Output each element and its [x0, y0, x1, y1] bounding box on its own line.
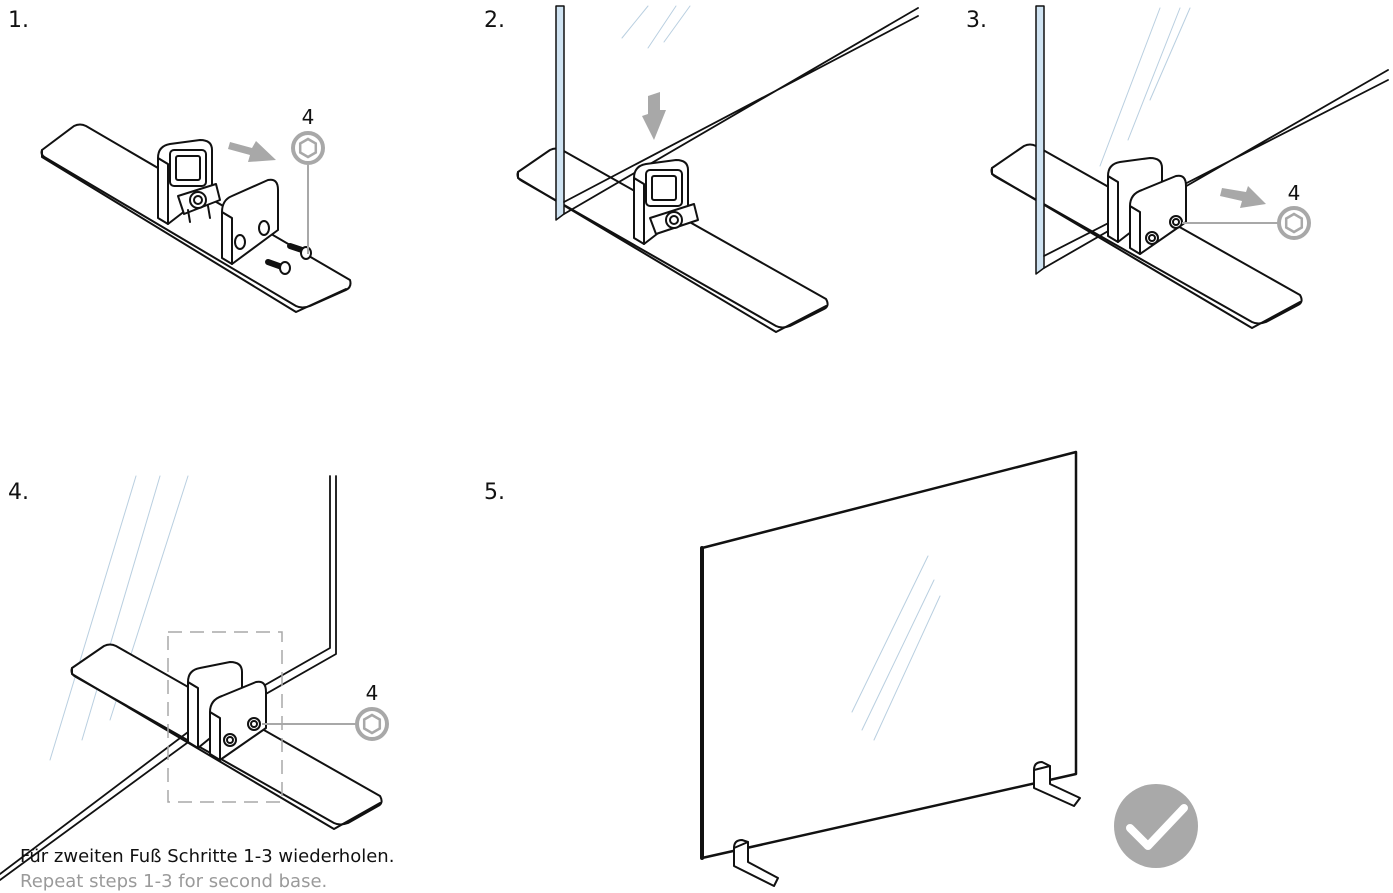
step-2-glass-pane	[555, 5, 919, 221]
caption-english: Repeat steps 1-3 for second base.	[20, 871, 328, 892]
caption-german: Für zweiten Fuß Schritte 1-3 wiederholen…	[20, 846, 395, 867]
step-1-cover-plate	[221, 178, 279, 265]
step-1-illustration	[40, 123, 352, 313]
step-1-direction-arrow-icon	[228, 141, 276, 162]
step-3-hints: 4	[1182, 181, 1311, 240]
step-2-illustration	[516, 5, 919, 333]
step-5-glass-panel	[700, 450, 1078, 860]
step-5-illustration	[700, 450, 1081, 887]
step-1-cam-knob	[177, 183, 221, 223]
step-2-direction-arrow-icon	[642, 92, 666, 140]
step-3-clamp	[1107, 157, 1187, 255]
step-3-glass-pane	[1035, 5, 1389, 275]
step-1-allen-key-icon	[291, 131, 325, 165]
step-3-direction-arrow-icon	[1220, 186, 1266, 208]
step-4-hints: 4	[167, 631, 389, 803]
step-5-number: 5.	[484, 480, 505, 505]
step-2-number: 2.	[484, 8, 505, 33]
step-1-hints: 4	[228, 105, 325, 254]
step-3-allen-key-icon	[1277, 206, 1311, 240]
step-4-clamp	[187, 661, 267, 761]
step-3-allen-size: 4	[1288, 181, 1301, 205]
step-5-complete-check-icon	[1114, 784, 1198, 868]
step-4-detail-frame	[167, 631, 283, 803]
step-5-right-foot	[1033, 761, 1081, 807]
step-4-illustration	[0, 475, 383, 881]
step-2-clamp	[633, 159, 699, 245]
step-3-illustration	[990, 5, 1389, 329]
step-4-number: 4.	[8, 480, 29, 505]
step-1-clamp-body	[157, 139, 213, 225]
step-5-left-foot	[733, 839, 779, 887]
step-3-number: 3.	[966, 8, 987, 33]
step-2-hints	[642, 92, 666, 140]
step-1-number: 1.	[8, 8, 29, 33]
step-4-allen-key-icon	[355, 707, 389, 741]
step-4-allen-size: 4	[366, 681, 379, 705]
step-1-allen-size: 4	[302, 105, 315, 129]
